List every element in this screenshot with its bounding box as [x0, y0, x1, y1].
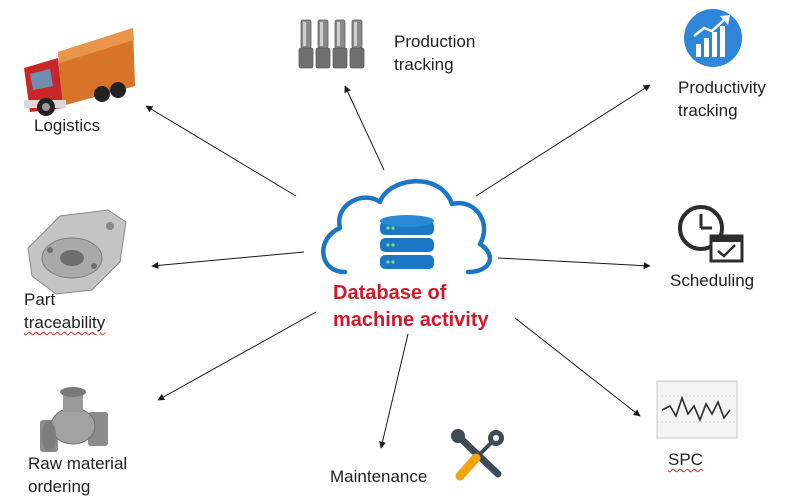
arrow-to-maintenance — [379, 333, 409, 449]
label-raw-material-ordering: Raw material ordering — [28, 452, 127, 498]
clock-calendar-icon — [678, 205, 744, 263]
connector-arrows — [145, 84, 651, 449]
label-part-traceability-line1: Part — [24, 290, 56, 309]
center-title: Database of machine activity — [333, 280, 533, 334]
growth-chart-icon — [684, 9, 742, 67]
arrow-to-raw-material-ordering — [157, 311, 317, 401]
label-part-traceability-line2: traceability — [24, 313, 106, 332]
valve-casting-icon — [40, 387, 108, 452]
cloud-outline — [321, 178, 493, 275]
label-raw-material-ordering-line2: ordering — [28, 477, 91, 496]
label-production-tracking-line2: tracking — [394, 55, 454, 74]
label-scheduling-text: Scheduling — [670, 271, 755, 290]
label-productivity-tracking: Productivity tracking — [678, 76, 766, 122]
control-chart-icon — [656, 380, 738, 439]
arrow-to-productivity-tracking — [475, 84, 651, 197]
label-maintenance-text: Maintenance — [330, 467, 428, 486]
machined-part-icon — [27, 209, 127, 295]
label-productivity-tracking-line2: tracking — [678, 101, 738, 120]
arrow-to-logistics — [145, 105, 297, 197]
label-spc-text: SPC — [668, 450, 703, 469]
label-part-traceability: Part traceability — [24, 288, 105, 334]
center-title-line2: machine activity — [333, 309, 489, 331]
cloud-database-icon — [321, 178, 493, 275]
center-title-line1: Database of — [333, 282, 447, 304]
arrow-to-scheduling — [497, 257, 651, 270]
label-spc: SPC — [668, 448, 703, 471]
label-maintenance: Maintenance — [330, 465, 427, 488]
arrow-to-part-traceability — [151, 251, 305, 269]
arrow-to-production-tracking — [344, 85, 385, 171]
drill-bits-icon — [298, 19, 365, 69]
label-scheduling: Scheduling — [670, 269, 754, 292]
wrench-screwdriver-icon — [451, 429, 504, 481]
label-production-tracking-line1: Production — [394, 32, 476, 51]
label-raw-material-ordering-line1: Raw material — [28, 454, 128, 473]
label-productivity-tracking-line1: Productivity — [678, 78, 766, 97]
label-logistics: Logistics — [34, 114, 100, 137]
arrow-to-spc — [514, 317, 641, 417]
label-logistics-text: Logistics — [34, 116, 101, 135]
truck-icon — [24, 28, 135, 116]
label-production-tracking: Production tracking — [394, 30, 475, 76]
database-stack-icon — [380, 215, 434, 269]
